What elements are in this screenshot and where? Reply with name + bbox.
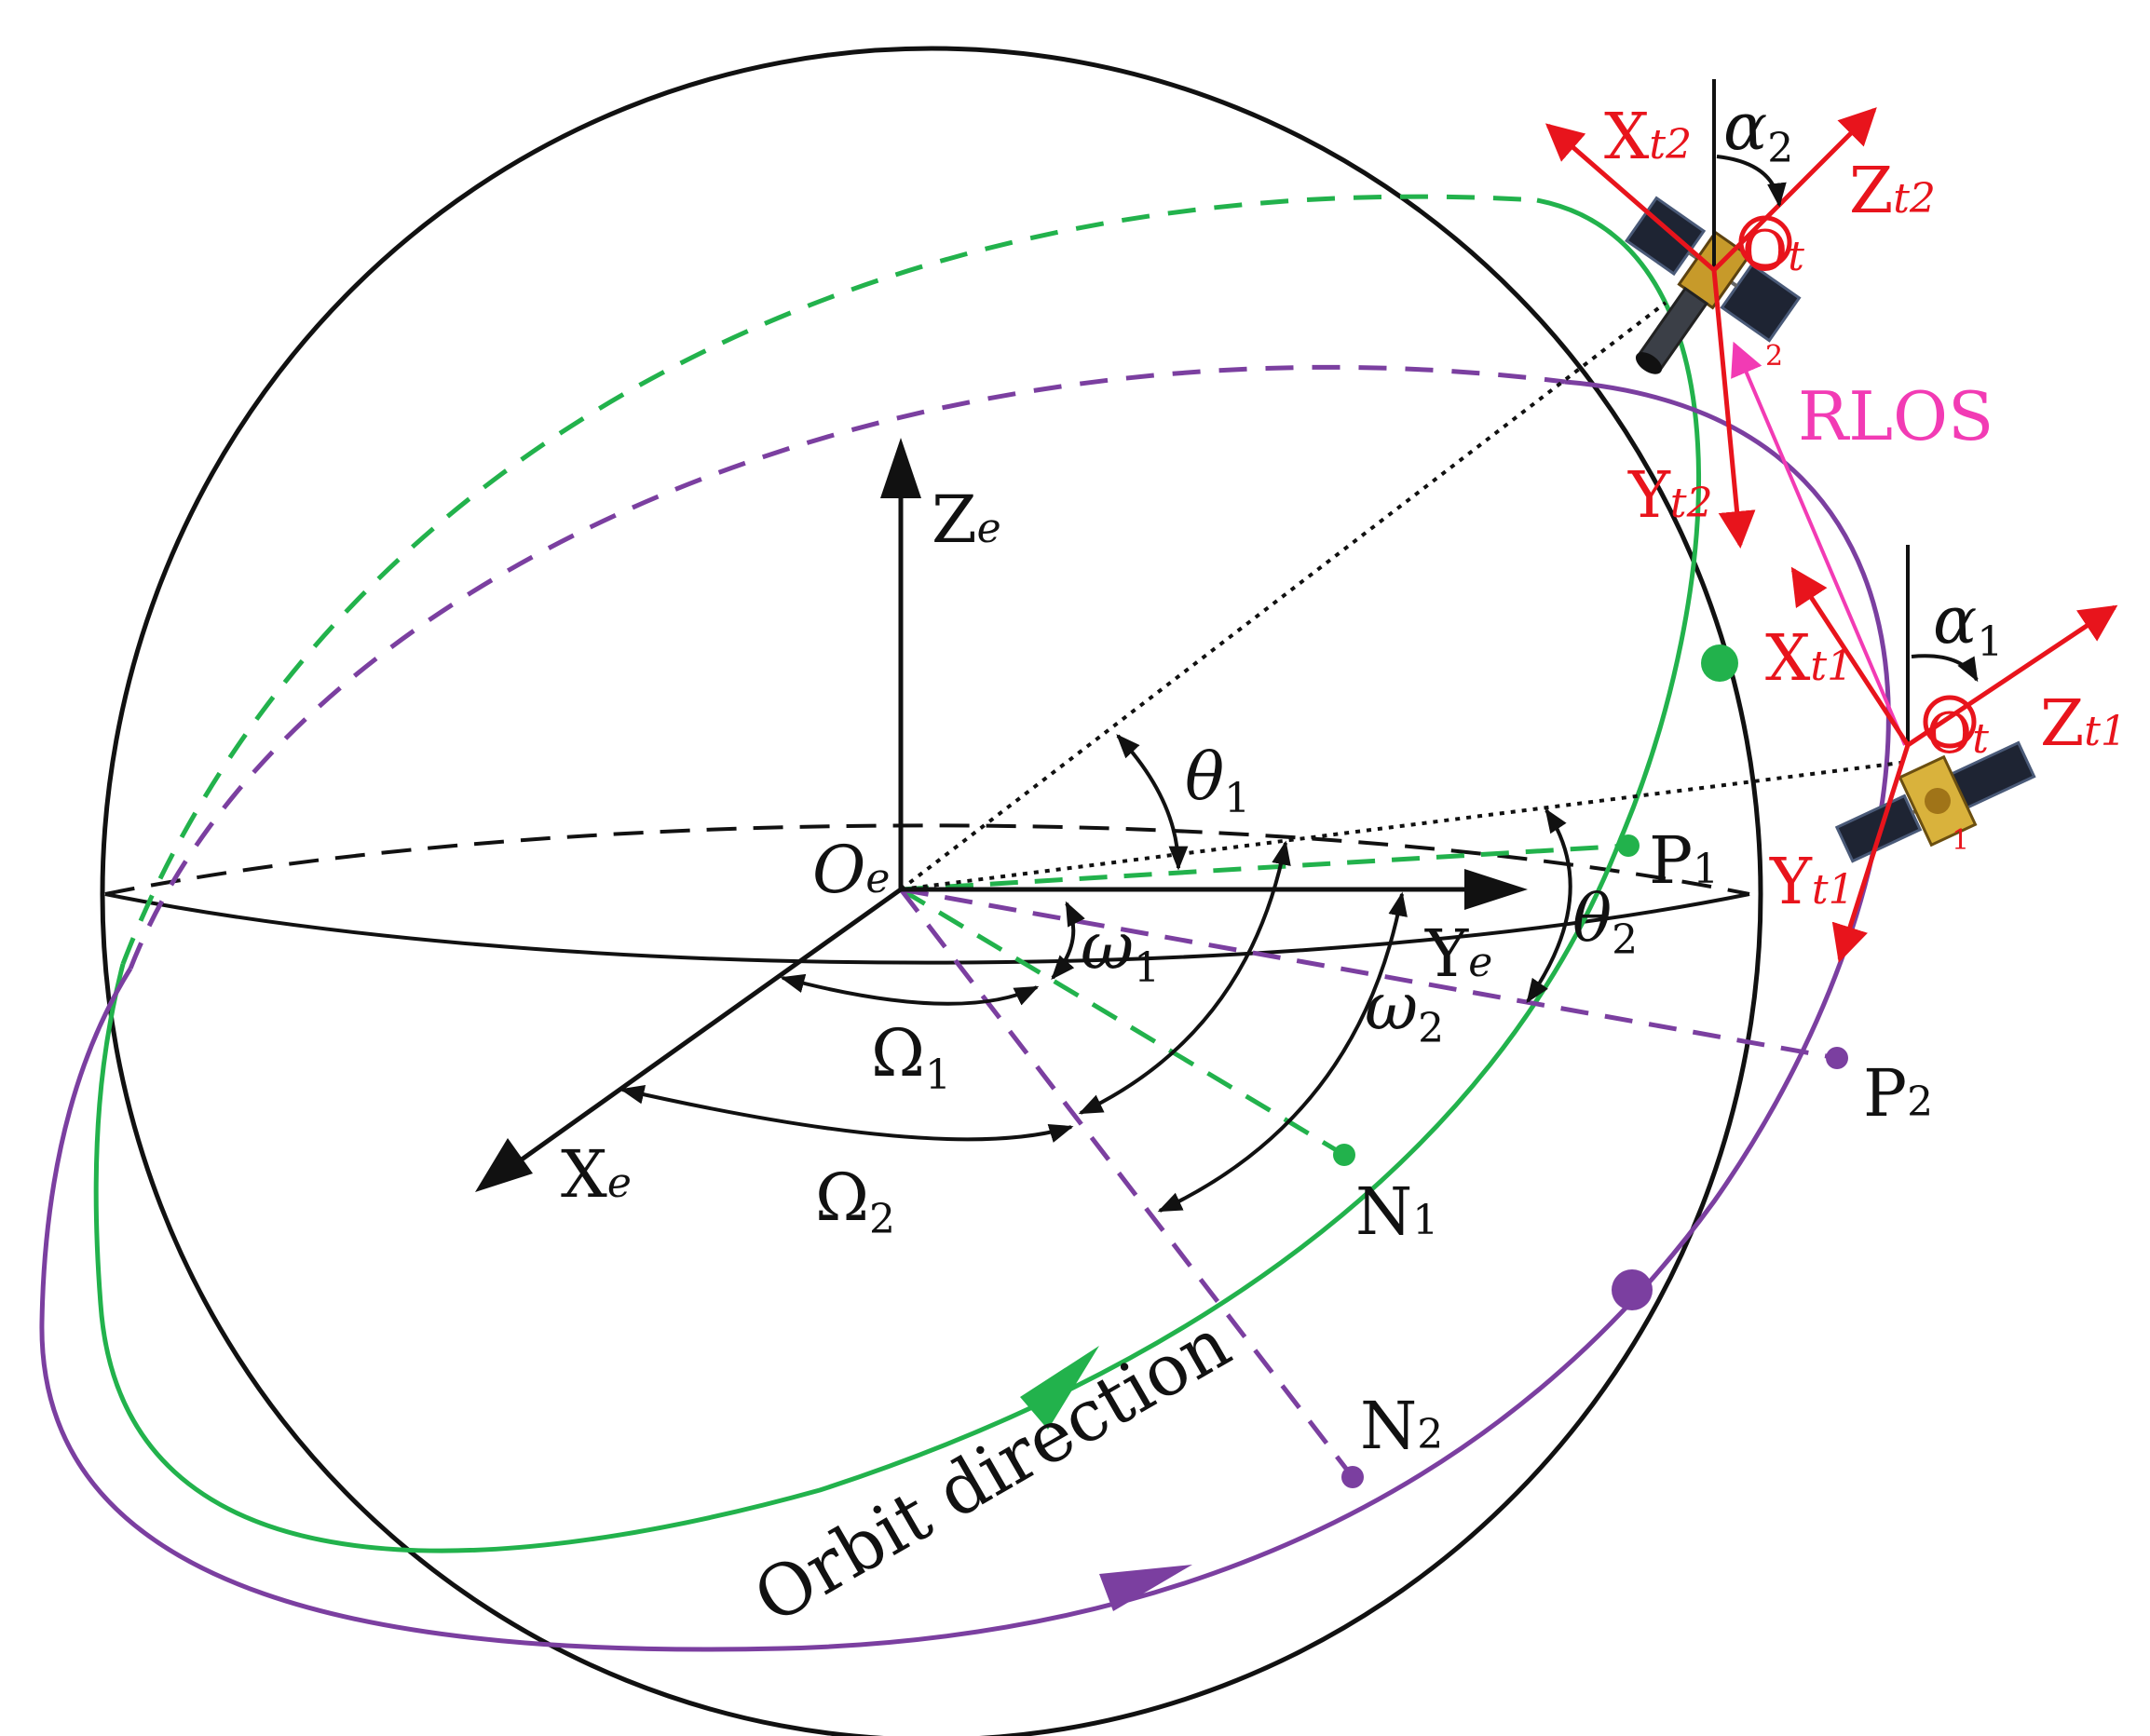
satellite-icon — [1625, 196, 1802, 374]
arc-alpha1 — [1911, 654, 1979, 683]
frame2-axis-x — [1544, 123, 1716, 272]
label-ye: Ye — [1424, 915, 1492, 992]
arc-raan2 — [619, 1085, 1074, 1143]
frame1-axis-y — [1831, 744, 1911, 963]
frame2-origin-marker — [1738, 215, 1792, 269]
label-omega2: ω2 — [1365, 969, 1444, 1052]
label-n1: N1 — [1355, 1173, 1438, 1250]
label-theta1: θ1 — [1185, 739, 1250, 822]
satellite-icon — [1834, 740, 2036, 863]
earth-sphere — [100, 46, 1763, 1736]
point-n2 — [1341, 1466, 1364, 1488]
label-yt1: Yt1 — [1769, 846, 1855, 919]
los-satellite1 — [900, 760, 1909, 891]
label-xe: Xe — [561, 1136, 632, 1213]
point-p1 — [1617, 834, 1640, 857]
label-ot2-index: 2 — [1765, 340, 1783, 373]
orbit1-direction-arrow — [1020, 1346, 1099, 1430]
point-p2 — [1826, 1047, 1848, 1069]
arc-omega2 — [1157, 891, 1408, 1213]
arc-theta1 — [1116, 734, 1189, 871]
label-ot2: Ot — [1742, 219, 1804, 284]
orbit2-direction-arrow — [1099, 1565, 1192, 1611]
label-omega1: ω1 — [1081, 908, 1160, 992]
label-p2: P2 — [1863, 1055, 1933, 1132]
arc-raan1 — [780, 973, 1040, 1006]
label-rlos: RLOS — [1798, 377, 1994, 455]
label-yt2: Yt2 — [1627, 459, 1713, 533]
label-theta2: θ2 — [1572, 880, 1638, 964]
arc-theta2 — [1526, 807, 1572, 1004]
frame2-axis-y — [1711, 269, 1756, 549]
label-raan2: Ω2 — [815, 1160, 895, 1243]
rlos-vector — [1731, 341, 1907, 746]
arc-alpha2 — [1716, 155, 1787, 208]
label-ot1: Ot — [1926, 701, 1989, 766]
line-oe-p1 — [900, 843, 1629, 892]
line-oe-n2 — [899, 888, 1354, 1479]
axis-xe-head — [475, 1138, 533, 1192]
frame1-origin-marker — [1923, 695, 1977, 749]
axis-xe — [520, 887, 903, 1162]
label-xt2: Xt2 — [1604, 101, 1692, 174]
label-raan1: Ω1 — [871, 1015, 951, 1099]
arc-omega1 — [1051, 901, 1085, 980]
equator-front — [104, 892, 1750, 965]
point-n1 — [1333, 1144, 1355, 1166]
label-ze: Ze — [932, 481, 1001, 558]
label-zt1: Zt1 — [2040, 687, 2127, 761]
orbit1-front — [93, 197, 1701, 1553]
label-oe: Oe — [812, 832, 890, 908]
label-p1: P1 — [1649, 822, 1719, 899]
los-satellite2 — [899, 301, 1667, 891]
orbit1-back — [120, 194, 1538, 965]
axis-ze-head — [880, 438, 921, 498]
arc-n1-p1 — [1078, 840, 1291, 1115]
label-alpha2: α2 — [1723, 88, 1793, 172]
frame1-axis-x — [1790, 566, 1911, 747]
label-alpha1: α1 — [1933, 582, 2003, 666]
orbit2-back — [128, 364, 1566, 970]
orbit1-position-marker — [1701, 644, 1738, 682]
orbit2-position-marker — [1612, 1269, 1653, 1310]
equator-back — [104, 823, 1750, 896]
axis-ye-head — [1464, 869, 1528, 910]
orbit2-front — [39, 379, 1891, 1652]
frame1-axis-z — [1906, 604, 2118, 748]
label-ot1-index: 1 — [1952, 824, 1969, 857]
label-xt1: Xt1 — [1765, 622, 1853, 696]
label-n2: N2 — [1360, 1388, 1443, 1464]
label-zt2: Zt2 — [1849, 155, 1936, 228]
